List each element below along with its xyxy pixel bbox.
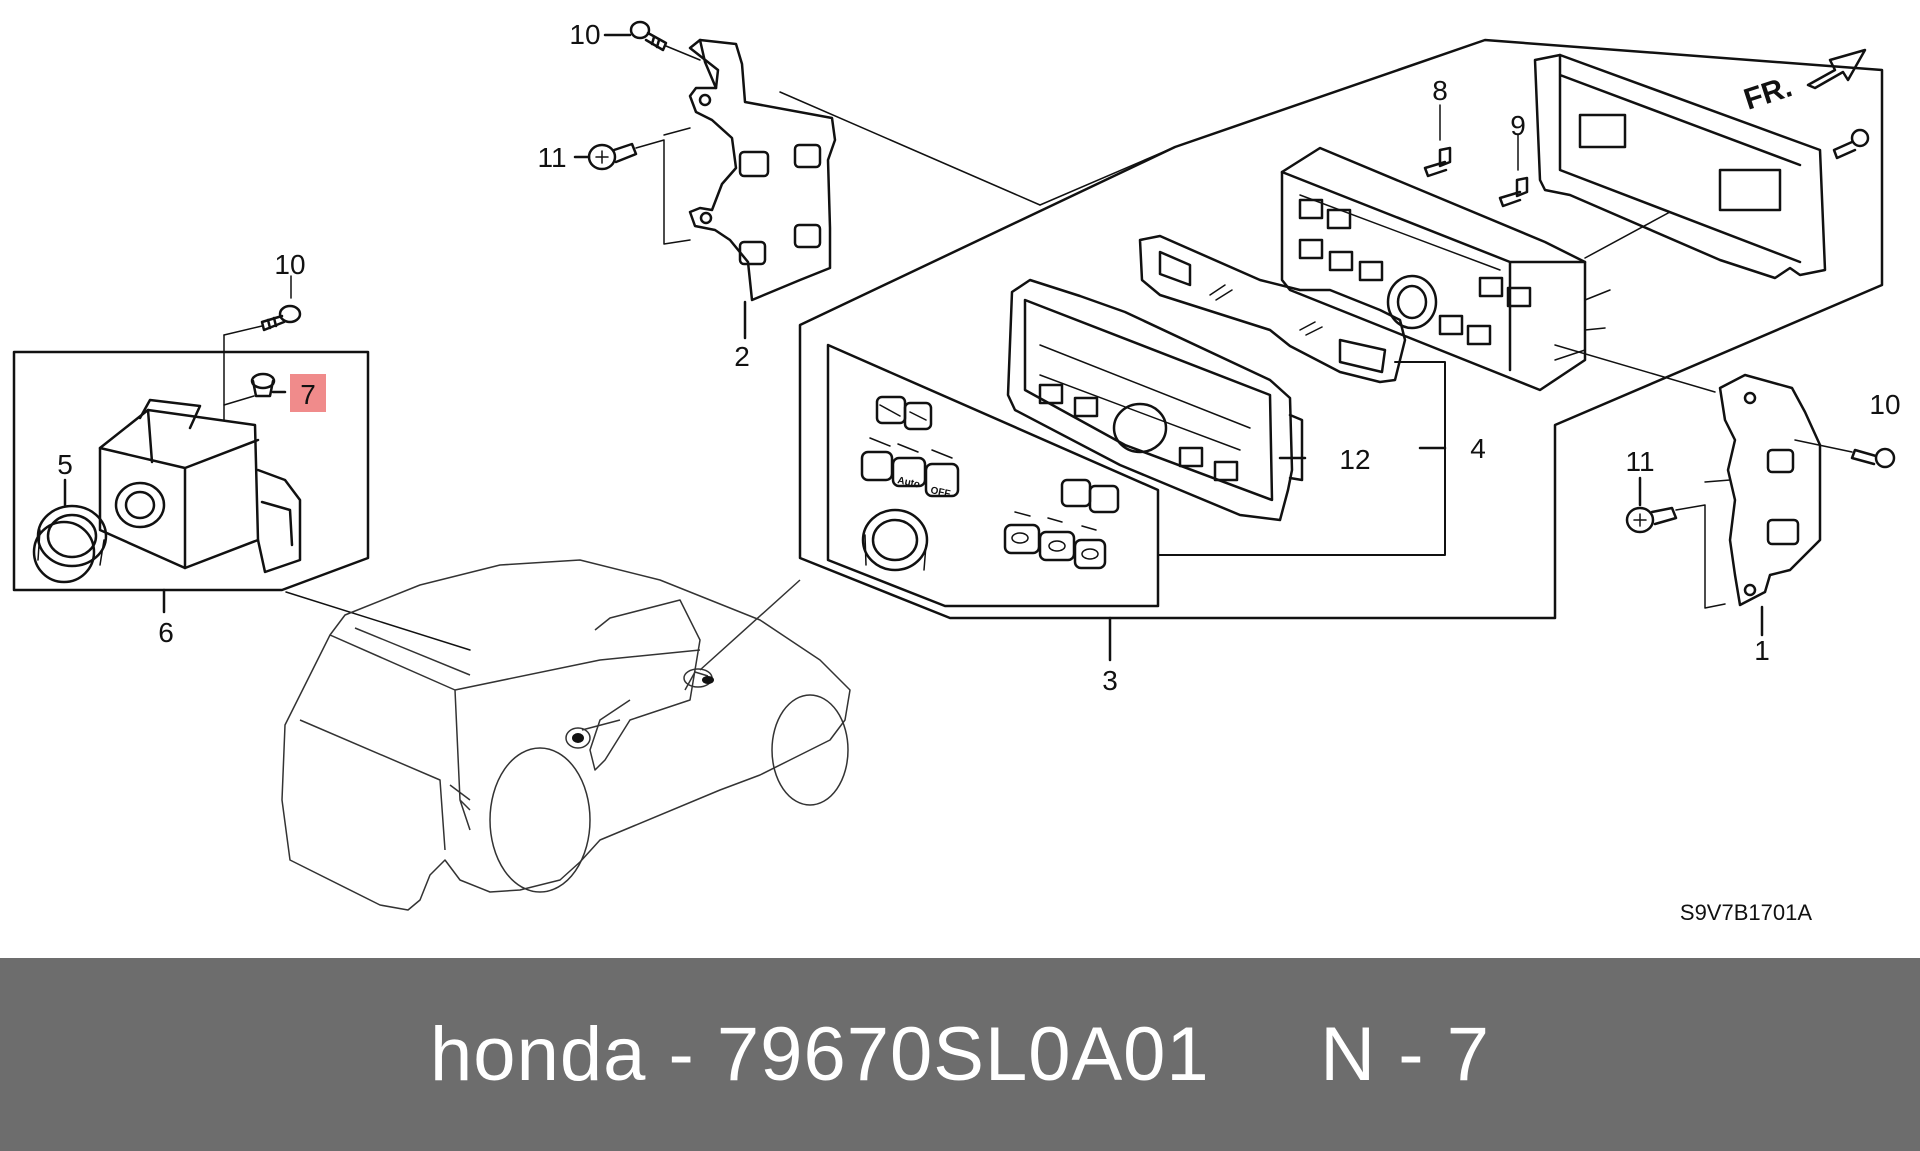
bezel-12 — [1006, 278, 1304, 522]
callout-10-left: 10 — [274, 249, 305, 280]
bracket-2 — [688, 38, 837, 302]
clip-7 — [250, 372, 276, 398]
screw-10-left — [260, 304, 302, 332]
callout-4: 4 — [1470, 433, 1486, 464]
diagram-reference-code: S9V7B1701A — [1680, 900, 1812, 925]
footer-bar: honda - 79670SL0A01 N - 7 — [0, 958, 1920, 1151]
part-number-caption: honda - 79670SL0A01 N - 7 — [430, 1012, 1490, 1097]
button-group-b — [1003, 478, 1120, 570]
assembly-box-6 — [12, 350, 370, 592]
callout-5: 5 — [57, 449, 73, 480]
control-unit-4 — [1280, 146, 1611, 392]
auto-button-label: Auto — [896, 475, 921, 490]
screw-11-top — [587, 142, 638, 171]
callout-7: 7 — [300, 379, 316, 410]
callout-12: 12 — [1339, 444, 1370, 475]
bracket-1 — [1718, 373, 1822, 607]
callout-8: 8 — [1432, 75, 1448, 106]
callout-6: 6 — [158, 617, 174, 648]
callout-7-highlight — [290, 374, 326, 412]
button-group-a — [860, 395, 960, 572]
front-direction-label: FR. — [1740, 70, 1796, 116]
callout-2: 2 — [734, 341, 750, 372]
callout-3: 3 — [1102, 665, 1118, 696]
parts-diagram: 1 2 3 4 5 6 7 8 9 10 10 10 11 11 12 Auto… — [12, 19, 1901, 925]
screw-9 — [1498, 176, 1529, 208]
screw-8 — [1423, 146, 1452, 178]
screw-10-right — [1850, 447, 1896, 469]
vehicle-outline — [281, 559, 851, 911]
screw-11-right — [1625, 506, 1678, 534]
switch-body — [98, 398, 302, 574]
knob-5 — [32, 504, 108, 584]
screw-housing — [1832, 128, 1870, 160]
callout-9: 9 — [1510, 110, 1526, 141]
callout-1: 1 — [1754, 635, 1770, 666]
assembly-box-3 — [798, 38, 1884, 620]
button-box — [826, 343, 1160, 608]
callout-10-right: 10 — [1869, 389, 1900, 420]
lens-panel — [1138, 234, 1407, 384]
callout-10-top: 10 — [569, 19, 600, 50]
front-direction-arrow — [1806, 48, 1867, 90]
rear-housing — [1533, 53, 1827, 280]
callout-11-right: 11 — [1625, 446, 1654, 477]
off-button-label: OFF — [929, 485, 951, 500]
callout-11-top: 11 — [537, 142, 566, 173]
screw-10-top — [629, 20, 668, 52]
